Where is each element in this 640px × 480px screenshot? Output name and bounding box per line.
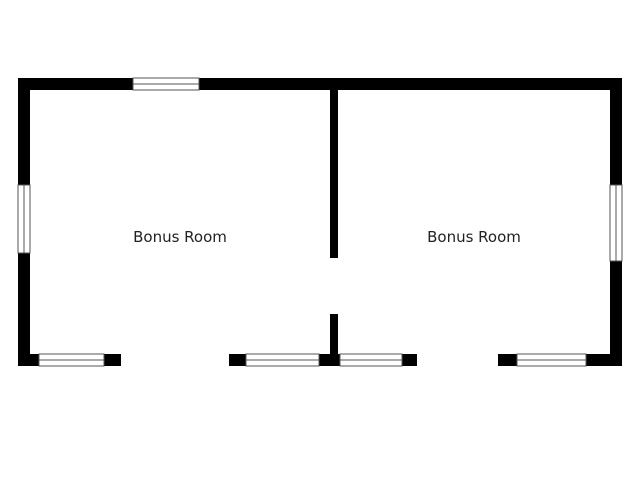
room-label-right: Bonus Room [427, 228, 521, 246]
window-top [132, 77, 200, 91]
room-label-left: Bonus Room [133, 228, 227, 246]
window-bottom-4 [516, 353, 587, 367]
wall-top [18, 78, 622, 90]
window-bottom-2 [245, 353, 320, 367]
wall-partition-lower [330, 314, 338, 366]
door-opening-bottom-right [417, 354, 498, 366]
window-bottom-3 [339, 353, 403, 367]
window-bottom-1 [38, 353, 105, 367]
door-opening-bottom-left [121, 354, 229, 366]
wall-partition-upper [330, 78, 338, 258]
window-right [609, 184, 623, 262]
window-left [17, 184, 31, 254]
